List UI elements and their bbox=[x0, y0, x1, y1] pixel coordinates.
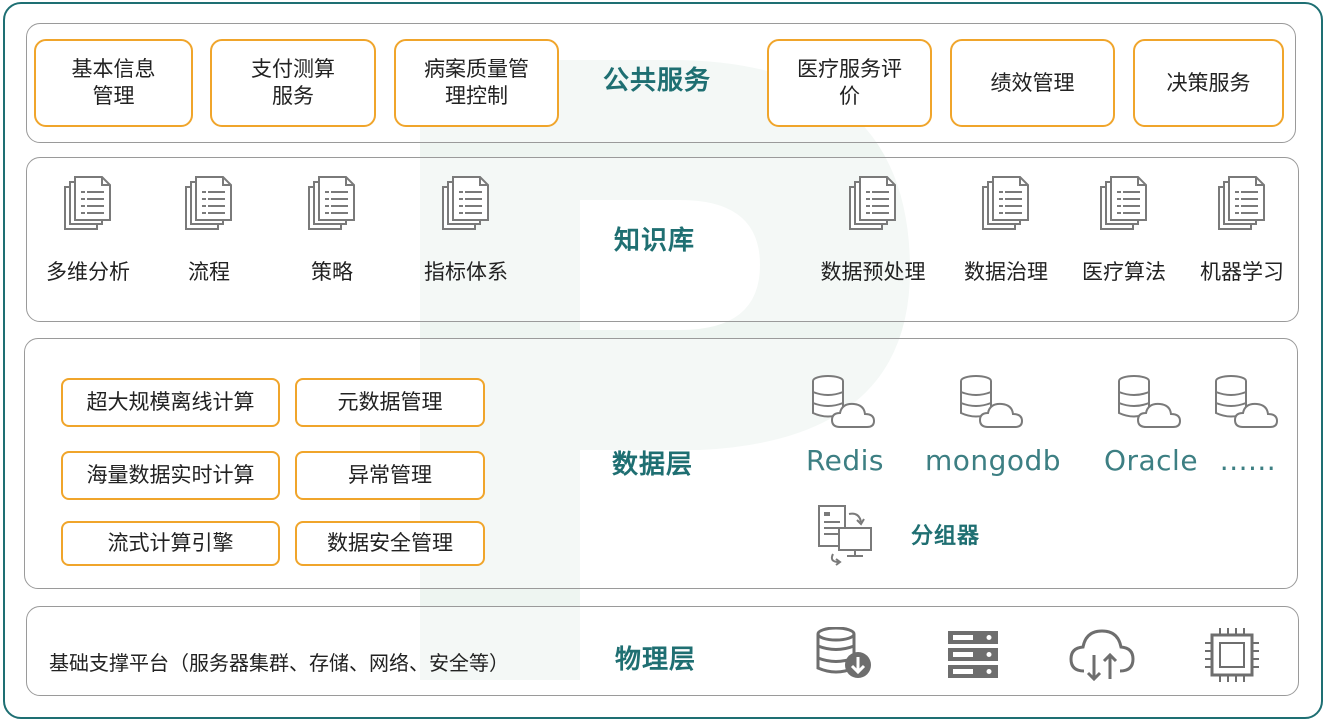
db-oracle: Oracle bbox=[1076, 374, 1226, 477]
document-stack-icon bbox=[308, 176, 355, 230]
document-stack-icon bbox=[1218, 176, 1265, 230]
knowledge-item-multidim: 多维分析 bbox=[28, 176, 148, 286]
box-label: 支付测算服务 bbox=[251, 57, 335, 108]
box-label: 绩效管理 bbox=[990, 70, 1075, 95]
data-box-stream-engine: 流式计算引擎 bbox=[61, 521, 280, 566]
data-box-exceptions: 异常管理 bbox=[295, 451, 485, 500]
knowledge-label: 流程 bbox=[188, 260, 230, 284]
knowledge-label: 数据治理 bbox=[964, 260, 1048, 284]
data-box-metadata: 元数据管理 bbox=[295, 378, 485, 427]
box-label: 决策服务 bbox=[1166, 70, 1251, 95]
knowledge-title: 知识库 bbox=[614, 226, 696, 256]
service-decision: 决策服务 bbox=[1133, 39, 1284, 127]
grouper-label: 分组器 bbox=[911, 524, 981, 549]
document-stack-icon bbox=[849, 176, 896, 230]
knowledge-label: 机器学习 bbox=[1200, 260, 1284, 284]
data-box-realtime-compute: 海量数据实时计算 bbox=[61, 451, 280, 500]
db-more: ...... bbox=[1173, 374, 1323, 477]
database-cloud-icon bbox=[960, 375, 1024, 428]
knowledge-item-preprocess: 数据预处理 bbox=[813, 176, 933, 286]
knowledge-label: 指标体系 bbox=[424, 260, 508, 284]
database-download-icon bbox=[816, 627, 871, 678]
server-rack-icon bbox=[948, 631, 998, 678]
db-label: Oracle bbox=[1103, 444, 1199, 477]
document-stack-icon bbox=[185, 176, 232, 230]
service-performance: 绩效管理 bbox=[950, 39, 1115, 127]
document-stack-icon bbox=[442, 176, 489, 230]
knowledge-item-strategy: 策略 bbox=[272, 176, 392, 286]
public-services-title: 公共服务 bbox=[603, 66, 712, 96]
knowledge-item-algorithms: 医疗算法 bbox=[1064, 176, 1184, 286]
database-cloud-icon bbox=[812, 375, 876, 428]
physical-title: 物理层 bbox=[615, 645, 697, 675]
box-label: 病案质量管理控制 bbox=[424, 57, 529, 108]
data-box-security: 数据安全管理 bbox=[295, 521, 485, 566]
document-stack-icon bbox=[982, 176, 1029, 230]
db-redis: Redis bbox=[770, 374, 920, 477]
knowledge-label: 数据预处理 bbox=[820, 260, 926, 284]
service-medical-eval: 医疗服务评价 bbox=[767, 39, 932, 127]
document-stack-icon bbox=[64, 176, 111, 230]
knowledge-label: 策略 bbox=[311, 260, 353, 284]
knowledge-item-indicators: 指标体系 bbox=[406, 176, 526, 286]
knowledge-item-process: 流程 bbox=[149, 176, 269, 286]
grouper-icon bbox=[818, 505, 872, 566]
data-box-offline-compute: 超大规模离线计算 bbox=[61, 378, 280, 427]
database-cloud-icon bbox=[1215, 375, 1279, 428]
db-mongodb: mongodb bbox=[918, 374, 1068, 477]
physical-description: 基础支撑平台（服务器集群、存储、网络、安全等） bbox=[49, 651, 509, 675]
knowledge-label: 多维分析 bbox=[46, 260, 130, 284]
box-label: 医疗服务评价 bbox=[797, 57, 902, 108]
db-label: mongodb bbox=[924, 444, 1062, 477]
box-label: 基本信息管理 bbox=[71, 57, 156, 108]
cloud-sync-icon bbox=[1069, 629, 1135, 682]
service-basic-info: 基本信息管理 bbox=[34, 39, 193, 127]
db-label: ...... bbox=[1219, 444, 1277, 477]
knowledge-item-ml: 机器学习 bbox=[1182, 176, 1302, 286]
service-payment-calc: 支付测算服务 bbox=[210, 39, 376, 127]
document-stack-icon bbox=[1100, 176, 1147, 230]
db-label: Redis bbox=[805, 444, 885, 477]
knowledge-label: 医疗算法 bbox=[1082, 260, 1166, 284]
data-layer-title: 数据层 bbox=[612, 450, 694, 480]
chip-icon bbox=[1205, 628, 1259, 682]
service-case-quality: 病案质量管理控制 bbox=[394, 39, 559, 127]
knowledge-item-governance: 数据治理 bbox=[946, 176, 1066, 286]
database-cloud-icon bbox=[1118, 375, 1182, 428]
